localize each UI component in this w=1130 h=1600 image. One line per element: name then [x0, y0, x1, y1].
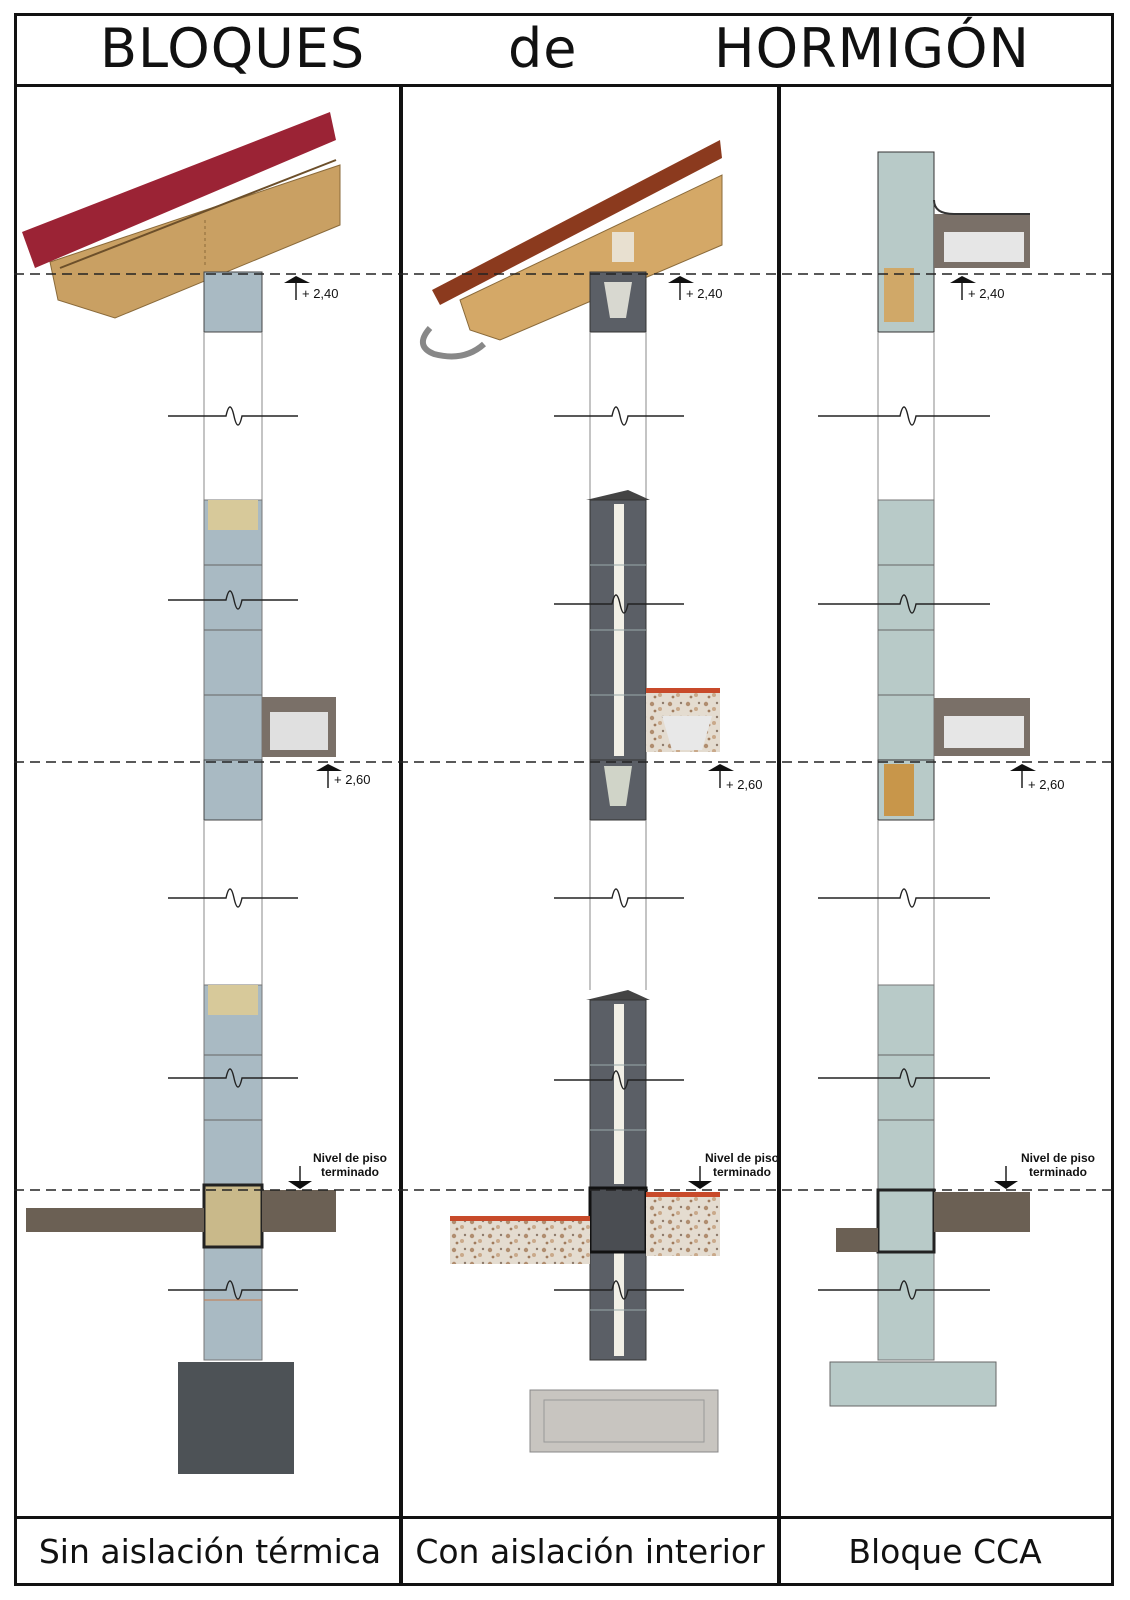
level-marker-upper-3: + 2,40 [950, 276, 1005, 301]
level-label-upper-1: + 2,40 [302, 286, 339, 301]
caption-con-aislacion: Con aislación interior [415, 1532, 765, 1571]
floor-label-3-line2: terminado [1029, 1165, 1087, 1179]
ground-slab-outer-uninsulated [26, 1208, 204, 1232]
floor-label-2-line2: terminado [713, 1165, 771, 1179]
wall-upper-aac [877, 499, 935, 761]
ground-slab-inner-aac [934, 1192, 1030, 1232]
level-label-middle-2: + 2,60 [726, 777, 763, 792]
wall-upper-uninsulated [203, 499, 263, 761]
level-marker-upper-2: + 2,40 [668, 276, 723, 301]
break-line-aac-4 [818, 1068, 990, 1088]
break-line-aac-1 [818, 406, 990, 426]
break-line-insulated-2 [554, 594, 684, 614]
title-word-de: de [508, 17, 578, 80]
ground-slab-inner-uninsulated [262, 1190, 336, 1232]
break-line-insulated-4 [554, 1070, 684, 1090]
wall-upper-insulated [586, 490, 650, 761]
wall-lower-insulated [586, 990, 650, 1361]
footing-insulated [529, 1389, 719, 1453]
top-lintel-uninsulated [203, 271, 263, 333]
ground-slab-outer-aac [836, 1228, 878, 1252]
floor-label-2-line1: Nivel de piso [705, 1151, 779, 1165]
break-line-insulated-1 [554, 406, 684, 426]
mid-lintel-uninsulated [203, 759, 263, 821]
level-label-upper-2: + 2,40 [686, 286, 723, 301]
title-bar: BLOQUES de HORMIGÓN [14, 13, 1114, 87]
level-marker-middle-1: + 2,60 [316, 764, 371, 788]
floor-label-1-line1: Nivel de piso [313, 1151, 387, 1165]
level-marker-upper-1: + 2,40 [284, 276, 339, 301]
break-line-insulated-3 [554, 888, 684, 908]
drawing-frame [14, 13, 1114, 1586]
wall-lower-uninsulated [202, 984, 264, 1361]
floor-marker-1: Nivel de piso terminado [288, 1151, 387, 1189]
break-line-uninsulated-5 [168, 1280, 298, 1300]
caption-sin-aislacion: Sin aislación térmica [38, 1532, 382, 1571]
caption-bar [14, 1516, 1114, 1586]
roof-slab-aac [877, 151, 1030, 333]
section-uninsulated [22, 112, 341, 1474]
level-marker-middle-2: + 2,60 [708, 764, 763, 792]
break-line-uninsulated-1 [168, 406, 298, 426]
footing-uninsulated [178, 1362, 294, 1474]
caption-bloque-cca: Bloque CCA [848, 1532, 1042, 1571]
roof-insulated [420, 140, 723, 360]
ground-slab-insulated [450, 1192, 720, 1264]
break-line-aac-2 [818, 594, 990, 614]
break-line-insulated-5 [554, 1280, 684, 1300]
mid-slab-aac [934, 698, 1030, 756]
floor-marker-3: Nivel de piso terminado [994, 1151, 1095, 1189]
break-line-uninsulated-4 [168, 1068, 298, 1088]
section-aac [818, 151, 1030, 1407]
roof-uninsulated [22, 112, 341, 319]
section-insulated [420, 140, 723, 1453]
level-marker-middle-3: + 2,60 [1010, 764, 1065, 792]
break-line-uninsulated-3 [168, 888, 298, 908]
title-word-bloques: BLOQUES [100, 17, 366, 80]
column-divider-1 [399, 87, 403, 1586]
level-label-middle-3: + 2,60 [1028, 777, 1065, 792]
floor-label-3-line1: Nivel de piso [1021, 1151, 1095, 1165]
floor-label-1-line2: terminado [321, 1165, 379, 1179]
column-divider-2 [777, 87, 781, 1586]
level-label-upper-3: + 2,40 [968, 286, 1005, 301]
footing-aac [829, 1361, 997, 1407]
level-label-middle-1: + 2,60 [334, 772, 371, 787]
title-word-hormigon: HORMIGÓN [714, 17, 1030, 80]
wall-lower-aac [876, 984, 936, 1361]
mid-slab-uninsulated [262, 697, 336, 757]
break-line-aac-5 [818, 1280, 990, 1300]
break-line-uninsulated-2 [168, 590, 298, 610]
floor-marker-2: Nivel de piso terminado [688, 1151, 779, 1189]
mid-slab-insulated [646, 688, 720, 752]
break-line-aac-3 [818, 888, 990, 908]
